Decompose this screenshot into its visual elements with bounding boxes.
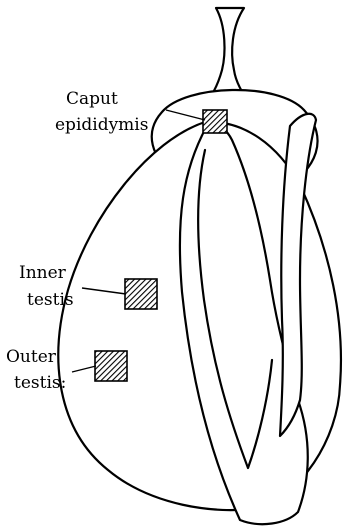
inner-testis-sample-box [125, 279, 157, 309]
inner-testis-label-line1: Inner [19, 263, 67, 283]
outer-testis-sample-box [95, 351, 127, 381]
caput-sample-box [203, 110, 227, 133]
outer-testis-label-line2: testis: [14, 373, 66, 393]
caput-label-line2: epididymis [55, 115, 148, 135]
inner-testis-label-line2: testis [27, 290, 74, 310]
caput-label-line1: Caput [66, 89, 118, 109]
outer-testis-label-line1: Outer [6, 347, 57, 367]
